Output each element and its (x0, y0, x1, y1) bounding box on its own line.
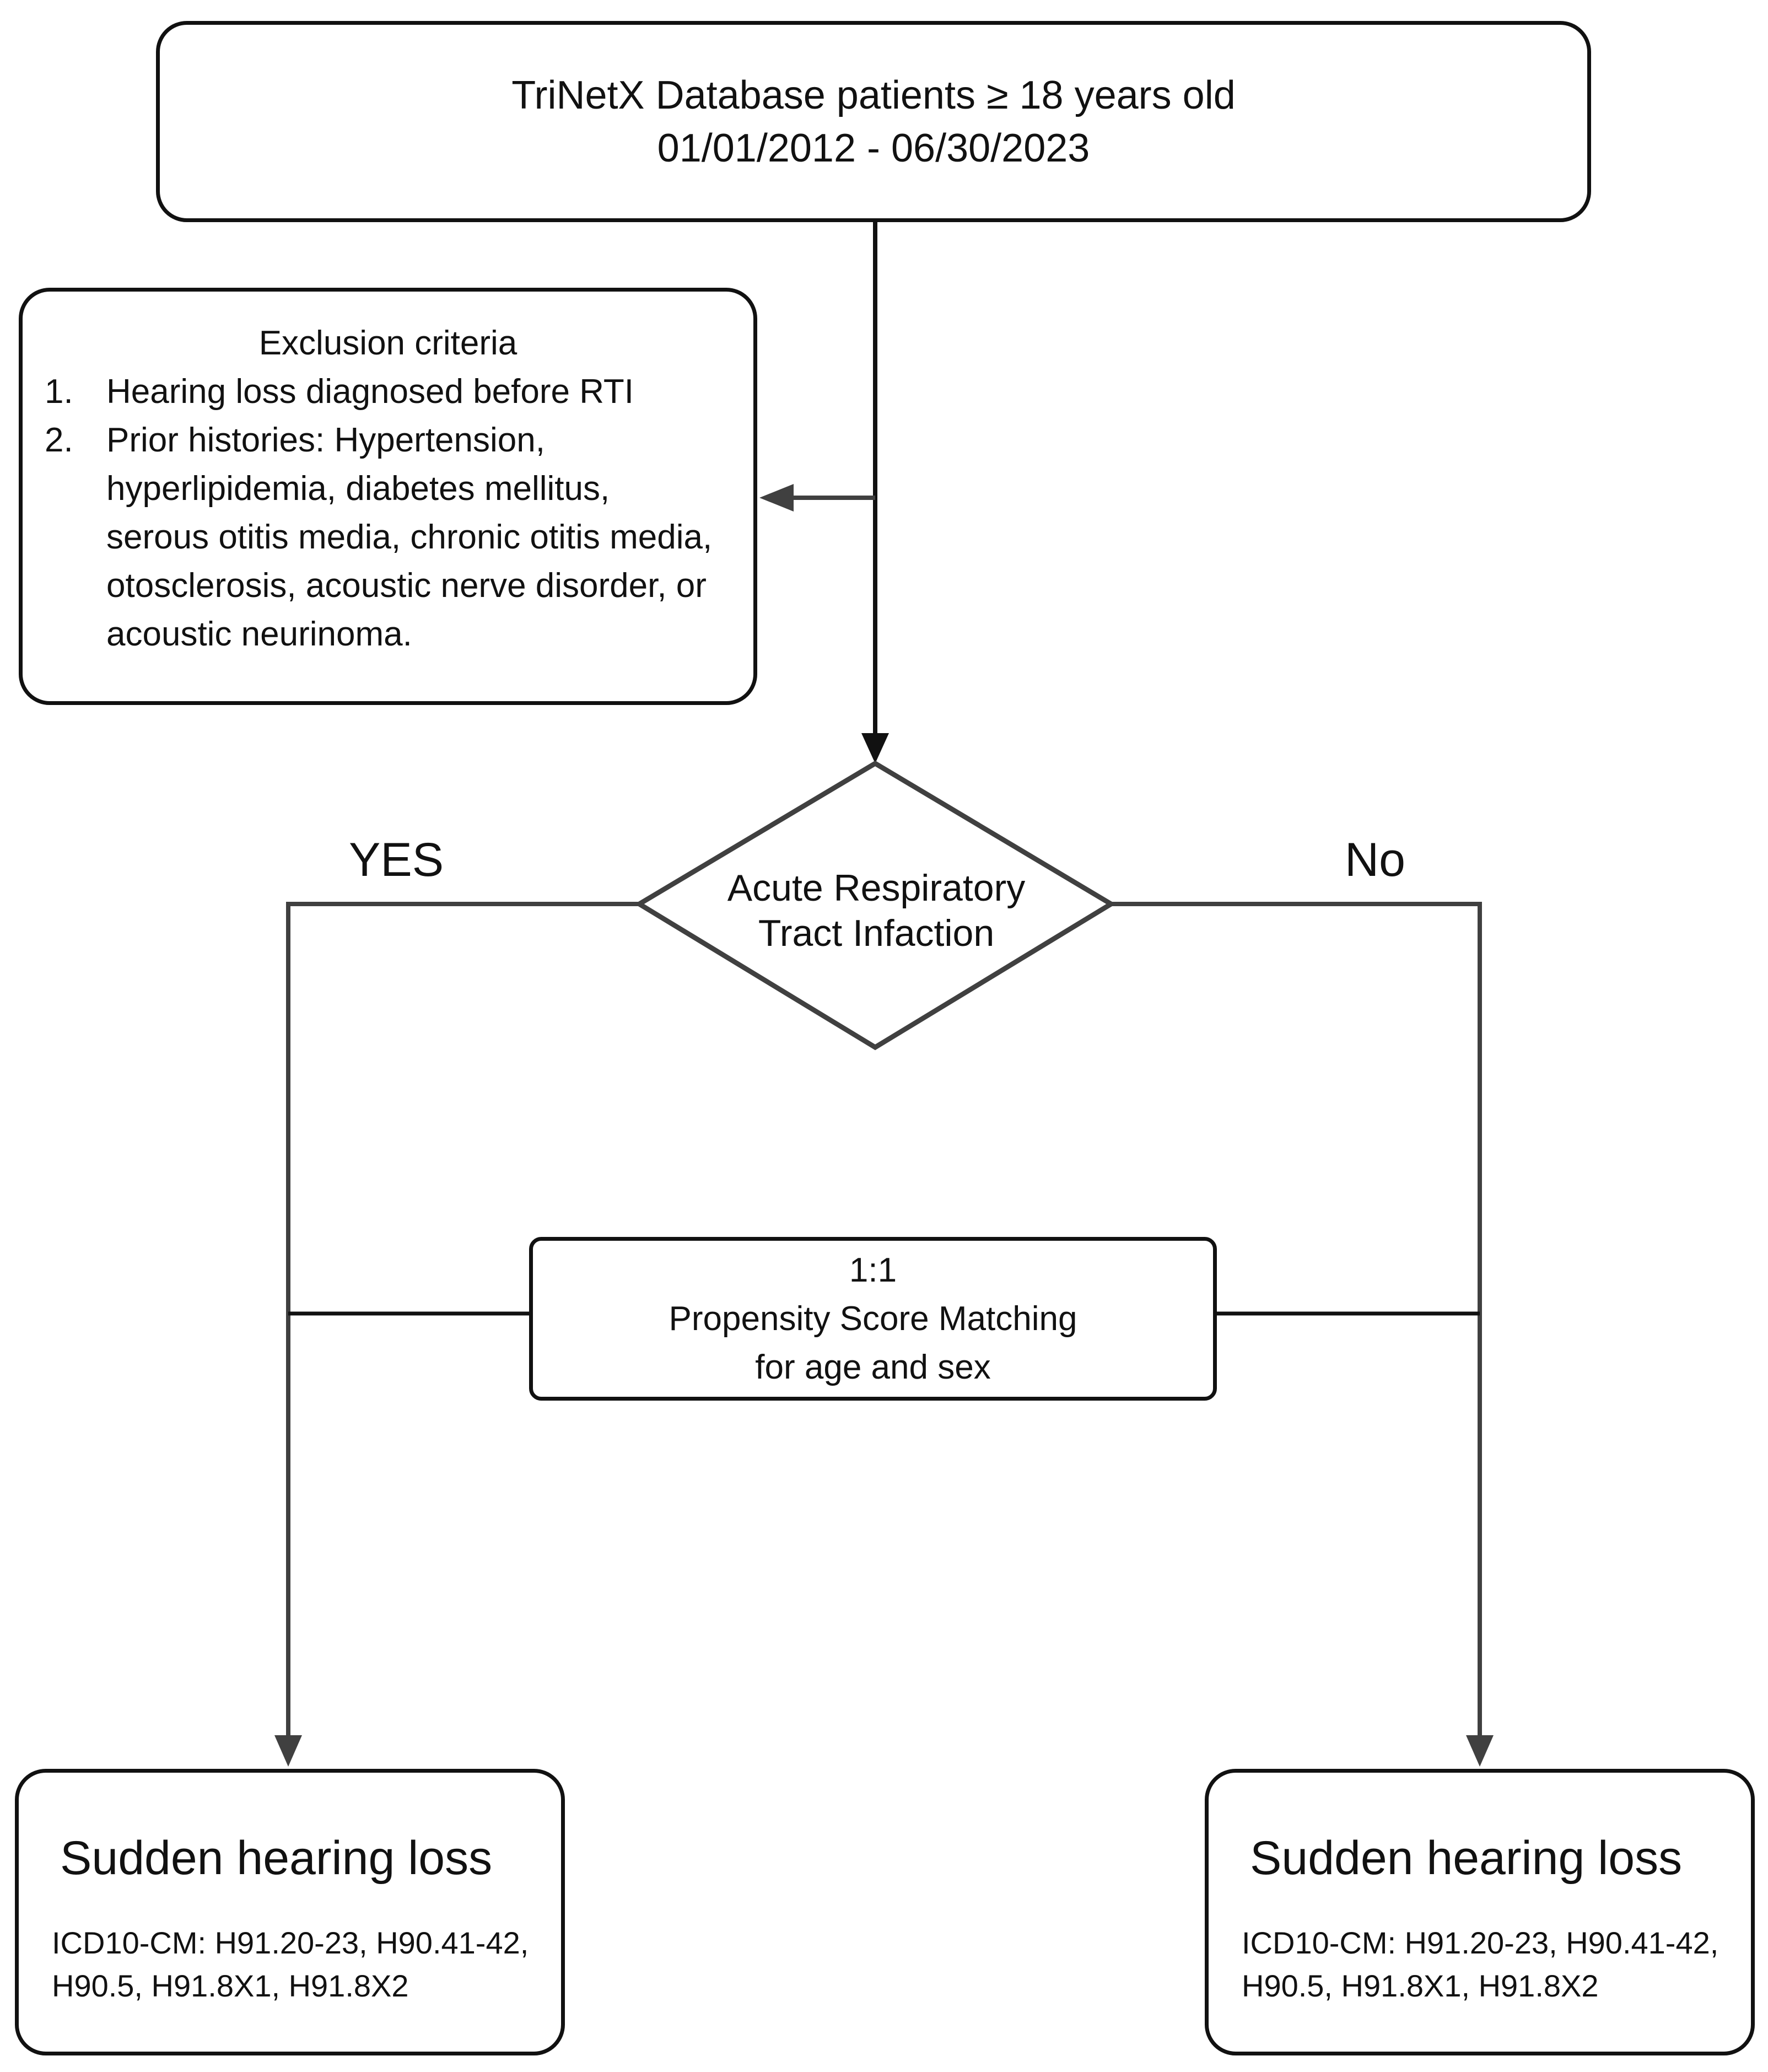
outcome-title: Sudden hearing loss (1250, 1832, 1683, 1885)
start-line-2: 01/01/2012 - 06/30/2023 (657, 126, 1090, 170)
yes-branch-label: YES (349, 833, 444, 886)
start-line-1: TriNetX Database patients ≥ 18 years old (511, 73, 1236, 117)
exclusion-item-number: 2. (45, 421, 73, 459)
outcome-codes-line: H90.5, H91.8X1, H91.8X2 (1242, 1968, 1599, 2003)
decision-diamond (634, 760, 1116, 1051)
no-branch-arrowhead (1466, 1735, 1494, 1767)
outcome-codes-line: ICD10-CM: H91.20-23, H90.41-42, (1242, 1925, 1719, 1960)
matching-method: Propensity Score Matching (669, 1299, 1077, 1338)
outcome-codes-line: H90.5, H91.8X1, H91.8X2 (52, 1968, 409, 2003)
exclusion-arrowhead (759, 484, 794, 512)
outcome-codes-line: ICD10-CM: H91.20-23, H90.41-42, (52, 1925, 529, 1960)
no-branch-line (1111, 902, 1482, 1735)
exclusion-item: 2. Prior histories: Hypertension, hyperl… (45, 416, 715, 659)
exclusion-title: Exclusion criteria (258, 324, 518, 362)
main-arrowhead (861, 733, 889, 763)
decision-label: Acute Respiratory Tract Infaction (683, 865, 1069, 956)
exclusion-item-text: Hearing loss diagnosed before RTI (106, 373, 634, 411)
exclusion-item-text: Prior histories: Hypertension, hyperlipi… (106, 421, 713, 653)
exclusion-item-number: 1. (45, 373, 73, 411)
outcome-codes: ICD10-CM: H91.20-23, H90.41-42, H90.5, H… (1242, 1922, 1729, 2008)
exclusion-item: 1. Hearing loss diagnosed before RTI (45, 368, 715, 416)
outcome-codes: ICD10-CM: H91.20-23, H90.41-42, H90.5, H… (52, 1922, 539, 2008)
yes-branch-arrowhead (274, 1735, 302, 1767)
outcome-box-yes: Sudden hearing loss ICD10-CM: H91.20-23,… (15, 1769, 565, 2055)
matching-variables: for age and sex (755, 1348, 991, 1386)
exclusion-criteria-box: Exclusion criteria 1. Hearing loss diagn… (19, 288, 757, 705)
no-branch-label: No (1345, 833, 1405, 886)
propensity-matching-box: 1:1 Propensity Score Matching for age an… (529, 1237, 1217, 1401)
decision-line-2: Tract Infaction (758, 912, 995, 954)
outcome-box-no: Sudden hearing loss ICD10-CM: H91.20-23,… (1205, 1769, 1755, 2055)
matching-ratio: 1:1 (849, 1251, 897, 1289)
start-box: TriNetX Database patients ≥ 18 years old… (156, 21, 1591, 222)
yes-branch-line (286, 902, 639, 1735)
outcome-title: Sudden hearing loss (60, 1832, 493, 1885)
decision-line-1: Acute Respiratory (727, 867, 1026, 909)
